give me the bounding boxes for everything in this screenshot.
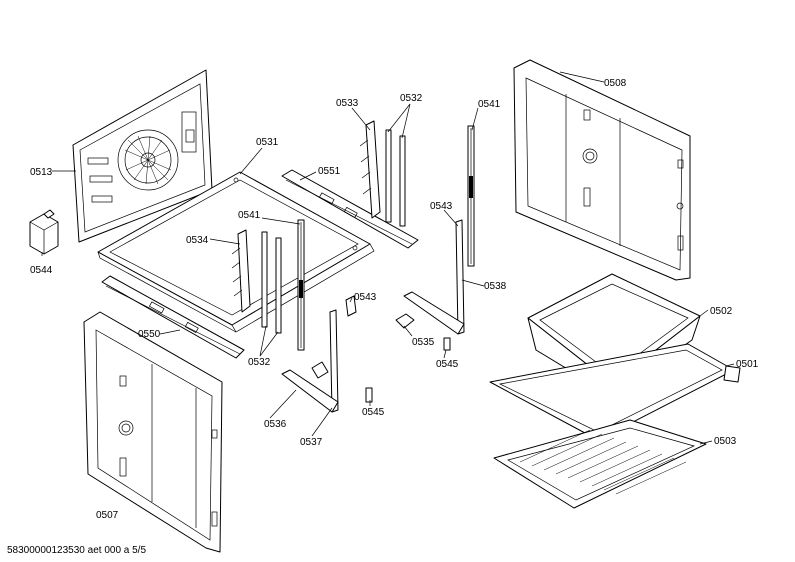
part-clip-0545-right: [443, 337, 451, 351]
label-0544: 0544: [30, 265, 53, 276]
part-l-bracket-0537: [281, 309, 339, 413]
part-strips-0532-left: [261, 231, 282, 334]
label-0538: 0538: [484, 281, 507, 292]
part-rear-panel-0513: [72, 69, 213, 243]
label-0513: 0513: [30, 167, 53, 178]
part-bracket-0544: [29, 209, 59, 255]
part-grill-rack-0503: [493, 419, 707, 509]
part-strips-0532-upper: [385, 129, 406, 227]
label-0543-center: 0543: [354, 292, 377, 303]
part-clip-0535: [395, 313, 415, 329]
label-0531: 0531: [256, 137, 279, 148]
label-0502: 0502: [710, 306, 733, 317]
part-clip-0545-left: [365, 387, 373, 403]
label-0532-left: 0532: [248, 357, 271, 368]
leader-lines: [41, 71, 735, 445]
label-0545-right: 0545: [436, 359, 459, 370]
label-0501: 0501: [736, 359, 759, 370]
label-0541-left: 0541: [238, 210, 261, 221]
label-0537: 0537: [300, 437, 323, 448]
part-flat-tray-0501: [489, 343, 741, 441]
part-rail-0550: [101, 275, 245, 359]
label-0541-right: 0541: [478, 99, 501, 110]
label-0535: 0535: [412, 337, 435, 348]
part-bracket-0543-center: [345, 295, 357, 317]
part-top-cover-0531: [97, 171, 375, 333]
label-0507: 0507: [96, 510, 119, 521]
part-hook-rail-0534: [231, 229, 251, 313]
part-side-panel-0508: [513, 59, 691, 281]
label-0503: 0503: [714, 436, 737, 447]
part-labels: 0513 0544 0531 0534 0541 0551 0533 0532 …: [30, 78, 759, 521]
label-0545-left: 0545: [362, 407, 385, 418]
label-0508: 0508: [604, 78, 627, 89]
part-side-panel-0507: [83, 311, 223, 553]
label-0543-right: 0543: [430, 201, 453, 212]
part-hook-rail-0533: [359, 120, 381, 219]
label-0550: 0550: [138, 329, 161, 340]
footer-drawing-id: 58300000123530 aet 000 a 5/5: [7, 545, 146, 556]
part-l-bracket-0538: [403, 219, 465, 335]
part-rail-0551: [281, 169, 419, 249]
label-0536: 0536: [264, 419, 287, 430]
label-0551: 0551: [318, 166, 341, 177]
label-0533: 0533: [336, 98, 359, 109]
part-rail-0541-left: [297, 219, 305, 351]
part-rail-0541-right: [467, 125, 475, 267]
label-0532-upper: 0532: [400, 93, 423, 104]
label-0534: 0534: [186, 235, 209, 246]
